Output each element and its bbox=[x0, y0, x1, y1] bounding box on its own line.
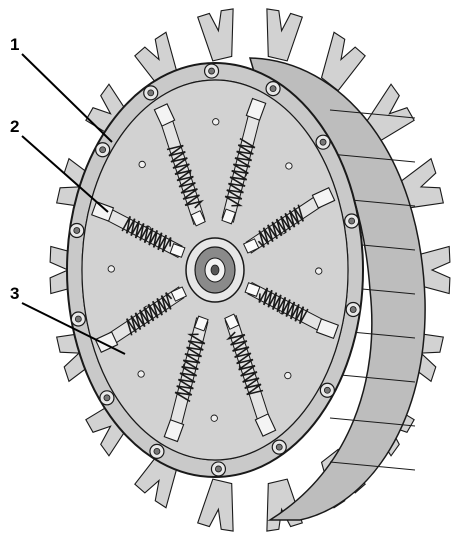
tip-block bbox=[221, 208, 237, 225]
rim-bolt-center bbox=[275, 443, 283, 451]
rim-bolt-center bbox=[147, 89, 155, 97]
finger-tine bbox=[197, 8, 234, 62]
spring-assembly bbox=[163, 315, 209, 443]
spring-assembly bbox=[153, 103, 206, 227]
plate-screw bbox=[212, 118, 220, 126]
plate-screw bbox=[284, 371, 292, 380]
spring-coil bbox=[121, 215, 172, 253]
spring-assembly bbox=[94, 286, 188, 353]
rim-bolt-center bbox=[103, 394, 111, 402]
finger-tine bbox=[365, 83, 415, 143]
spring-coil bbox=[224, 137, 256, 207]
spring-assembly bbox=[90, 200, 186, 259]
tip-block bbox=[224, 313, 240, 330]
spring-coil bbox=[226, 331, 264, 396]
rim-bolt-center bbox=[349, 306, 357, 313]
tip-block bbox=[193, 315, 209, 332]
rim-bolt-center bbox=[73, 227, 81, 234]
disc-plate bbox=[81, 79, 349, 461]
spring-coil bbox=[257, 204, 304, 248]
rim-bolt-center bbox=[323, 386, 331, 394]
tip-block bbox=[170, 286, 188, 302]
clamp-block bbox=[153, 103, 176, 127]
clamp-block bbox=[245, 97, 267, 121]
plate-screw bbox=[138, 160, 146, 169]
clamp-block bbox=[315, 318, 340, 340]
finger-tine bbox=[320, 31, 366, 92]
plate-screw bbox=[107, 265, 115, 273]
spring-coil bbox=[166, 144, 204, 209]
hub-center bbox=[210, 264, 220, 276]
spring-assembly bbox=[242, 187, 336, 254]
drum-rib bbox=[329, 417, 416, 427]
leader-line-3 bbox=[21, 302, 126, 355]
drum-rib bbox=[329, 461, 416, 471]
rim-bolt-center bbox=[319, 138, 327, 146]
rim-bolt-center bbox=[215, 465, 222, 473]
tip-block bbox=[244, 282, 261, 297]
spring-coil bbox=[174, 333, 206, 403]
clamp-block bbox=[254, 413, 277, 437]
tip-block bbox=[169, 243, 186, 258]
spring-coil bbox=[258, 287, 309, 325]
clamp-block bbox=[90, 200, 115, 222]
rim-bolt-center bbox=[99, 146, 107, 154]
rim-bolt-center bbox=[208, 67, 215, 75]
rim-bolt-center bbox=[153, 447, 161, 455]
finger-tine bbox=[197, 478, 234, 532]
plate-screw bbox=[285, 162, 293, 170]
drum-rib bbox=[329, 373, 416, 383]
callouts: 1 2 3 bbox=[10, 35, 126, 355]
spring-assembly bbox=[244, 281, 340, 340]
rim-bolt-center bbox=[348, 217, 356, 225]
tip-block bbox=[242, 238, 260, 254]
rim-bolt-center bbox=[269, 85, 277, 93]
drum-rib bbox=[329, 153, 416, 163]
tip-block bbox=[190, 210, 206, 227]
spring-assembly bbox=[224, 313, 277, 437]
spring-coil bbox=[126, 292, 173, 336]
spring-assembly bbox=[221, 97, 267, 225]
leader-line-2 bbox=[21, 135, 109, 213]
rim-bolt-center bbox=[74, 315, 82, 323]
plate-screw bbox=[137, 370, 145, 378]
callout-label-2: 2 bbox=[10, 117, 19, 136]
finger-tine bbox=[266, 8, 303, 62]
rim-bolts bbox=[69, 63, 361, 477]
spring-assemblies bbox=[90, 97, 340, 443]
plate-screw bbox=[210, 414, 218, 422]
leader-line-1 bbox=[21, 53, 113, 143]
clamp-block bbox=[311, 187, 336, 209]
plate-screw bbox=[315, 267, 323, 275]
callout-label-3: 3 bbox=[10, 284, 19, 303]
drum-rib bbox=[329, 109, 416, 119]
clamp-block bbox=[163, 419, 185, 443]
callout-label-1: 1 bbox=[10, 35, 19, 54]
central-hub bbox=[185, 237, 245, 303]
